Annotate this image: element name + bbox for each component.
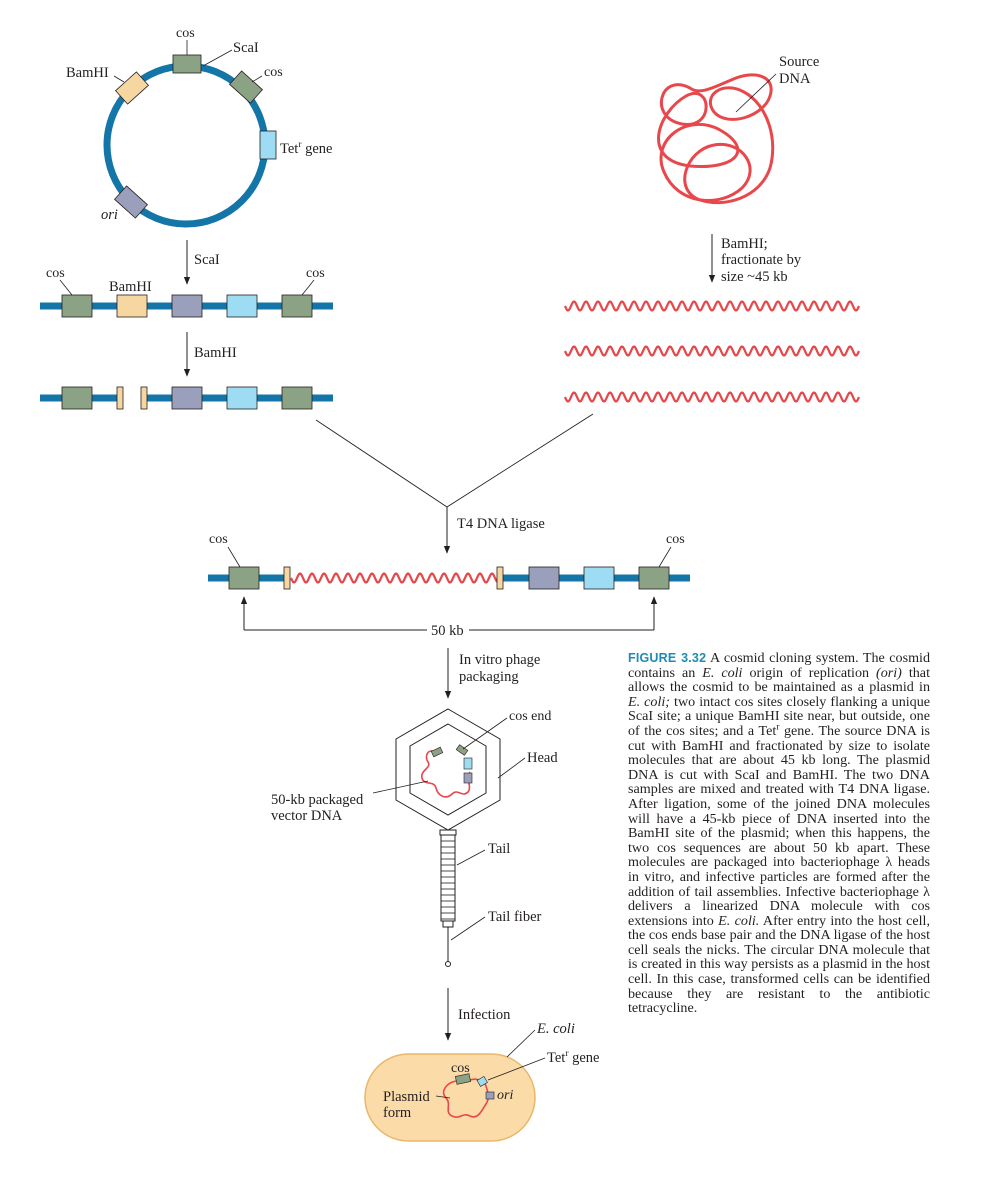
leader-bamhi bbox=[113, 75, 125, 83]
recombinant-cos-left-label: cos bbox=[209, 532, 228, 547]
phage-cos-end-label: cos end bbox=[509, 709, 551, 724]
linear-cos-right bbox=[281, 294, 313, 318]
phage-tail-fiber-label: Tail fiber bbox=[488, 909, 542, 925]
distance-label: 50 kb bbox=[431, 623, 464, 639]
recombinant-insert bbox=[289, 572, 498, 584]
plasmid-bamhi-label: BamHI bbox=[66, 65, 109, 81]
packaging-step-label-2: packaging bbox=[459, 669, 519, 685]
cosmid-plasmid: cos ScaI cos BamHI Tetr gene ori bbox=[66, 26, 332, 228]
plasmid-ori-label: ori bbox=[101, 207, 118, 223]
digest-tet-gene bbox=[226, 386, 258, 410]
plasmid-cos-right-label: cos bbox=[264, 65, 283, 80]
plasmid-cos-top-label: cos bbox=[176, 26, 195, 41]
recombinant-tet-gene bbox=[583, 566, 615, 590]
plasmid-cos-site-right bbox=[229, 70, 263, 104]
phage-tail-tip bbox=[445, 961, 451, 967]
source-fragment bbox=[563, 391, 861, 403]
cell-cos-label: cos bbox=[451, 1061, 470, 1076]
phage-collar bbox=[439, 829, 457, 836]
digest-cos-right bbox=[281, 386, 313, 410]
digest-scai-site bbox=[171, 386, 203, 410]
recombinant-molecule: cos cos 50 kb bbox=[208, 532, 690, 639]
figure-number: FIGURE 3.32 bbox=[628, 651, 707, 665]
recombinant-cos-left bbox=[228, 566, 260, 590]
tangled-dna-icon bbox=[657, 73, 775, 205]
digest-cos-left bbox=[61, 386, 93, 410]
ecoli-cell bbox=[364, 1053, 536, 1142]
cell-tet-gene bbox=[476, 1075, 488, 1087]
phage-packaged-label-1: 50-kb packaged bbox=[271, 792, 364, 808]
merge-line-left bbox=[315, 419, 448, 508]
source-step-label-2: fractionate by bbox=[721, 252, 802, 268]
source-step-label-1: BamHI; bbox=[721, 236, 768, 252]
cell-cos-site bbox=[454, 1073, 472, 1085]
plasmid-cos-site-top bbox=[172, 54, 202, 74]
recombinant-bamhi-left bbox=[283, 566, 291, 590]
infection-step-label: Infection bbox=[458, 1007, 511, 1023]
source-fragment bbox=[563, 300, 861, 312]
phage-tail-label: Tail bbox=[488, 841, 510, 857]
cell-plasmid-label-2: form bbox=[383, 1105, 412, 1121]
phage-packaged-dna bbox=[421, 750, 471, 798]
bamhi-step-label: BamHI bbox=[194, 345, 237, 361]
cell-plasmid-label-1: Plasmid bbox=[383, 1089, 430, 1105]
digest-bamhi-end-right bbox=[140, 386, 148, 410]
phage-cos-end-right bbox=[455, 744, 469, 756]
plasmid-bamhi-site bbox=[115, 71, 149, 105]
linear-bamhi-label: BamHI bbox=[109, 279, 152, 295]
recombinant-bamhi-right bbox=[496, 566, 504, 590]
plasmid-tet-gene bbox=[259, 130, 277, 160]
source-dna-label: Source bbox=[779, 54, 819, 70]
source-fragment bbox=[563, 345, 861, 357]
linear-double-digest bbox=[40, 386, 333, 410]
source-dna: Source DNA bbox=[657, 54, 819, 205]
phage-tail bbox=[440, 834, 456, 922]
ecoli-label: E. coli bbox=[536, 1021, 575, 1037]
leader-scai bbox=[202, 49, 233, 67]
linear-cos-left-label: cos bbox=[46, 266, 65, 281]
phage-packaged-label-2: vector DNA bbox=[271, 808, 343, 824]
linear-scai-digest: cos BamHI cos bbox=[40, 266, 333, 318]
cell-ori-label: ori bbox=[497, 1088, 513, 1103]
phage-ori-site bbox=[463, 772, 473, 784]
scai-step-label: ScaI bbox=[194, 252, 220, 268]
cell-ori-site bbox=[485, 1091, 495, 1100]
phage-tail-rings bbox=[441, 840, 455, 920]
figure-caption: FIGURE 3.32 A cosmid cloning system. The… bbox=[628, 650, 931, 1017]
bacterium-cell-icon: E. coli Tetr gene cos ori Plasmid form bbox=[364, 1021, 599, 1142]
linear-tet-gene bbox=[226, 294, 258, 318]
linear-cos-left bbox=[61, 294, 93, 318]
source-step-label-3: size ~45 kb bbox=[721, 269, 788, 285]
merge-line-right bbox=[446, 413, 594, 508]
linear-scai-site bbox=[171, 294, 203, 318]
source-dna-label-2: DNA bbox=[779, 71, 811, 87]
plasmid-tet-label: Tetr gene bbox=[280, 140, 332, 157]
phage-tet-gene bbox=[463, 757, 473, 770]
phage-head-label: Head bbox=[527, 750, 558, 766]
digest-bamhi-end-left bbox=[116, 386, 124, 410]
recombinant-cos-right bbox=[638, 566, 670, 590]
bacteriophage-icon: cos end Head 50-kb packaged vector DNA T… bbox=[271, 708, 558, 967]
phage-cos-end-left bbox=[430, 746, 444, 758]
cell-plasmid-dna bbox=[442, 1078, 490, 1118]
cell-tet-label: Tetr gene bbox=[547, 1049, 599, 1066]
recombinant-cos-right-label: cos bbox=[666, 532, 685, 547]
leader-cos-right bbox=[251, 75, 263, 83]
plasmid-ori-site bbox=[114, 185, 148, 219]
linear-bamhi-site bbox=[116, 294, 148, 318]
ligase-step-label: T4 DNA ligase bbox=[457, 516, 545, 532]
source-fragments bbox=[563, 300, 861, 403]
packaging-step-label-1: In vitro phage bbox=[459, 652, 540, 668]
plasmid-scai-label: ScaI bbox=[233, 40, 259, 56]
linear-cos-right-label: cos bbox=[306, 266, 325, 281]
phage-baseplate bbox=[442, 920, 454, 928]
recombinant-scai-site bbox=[528, 566, 560, 590]
